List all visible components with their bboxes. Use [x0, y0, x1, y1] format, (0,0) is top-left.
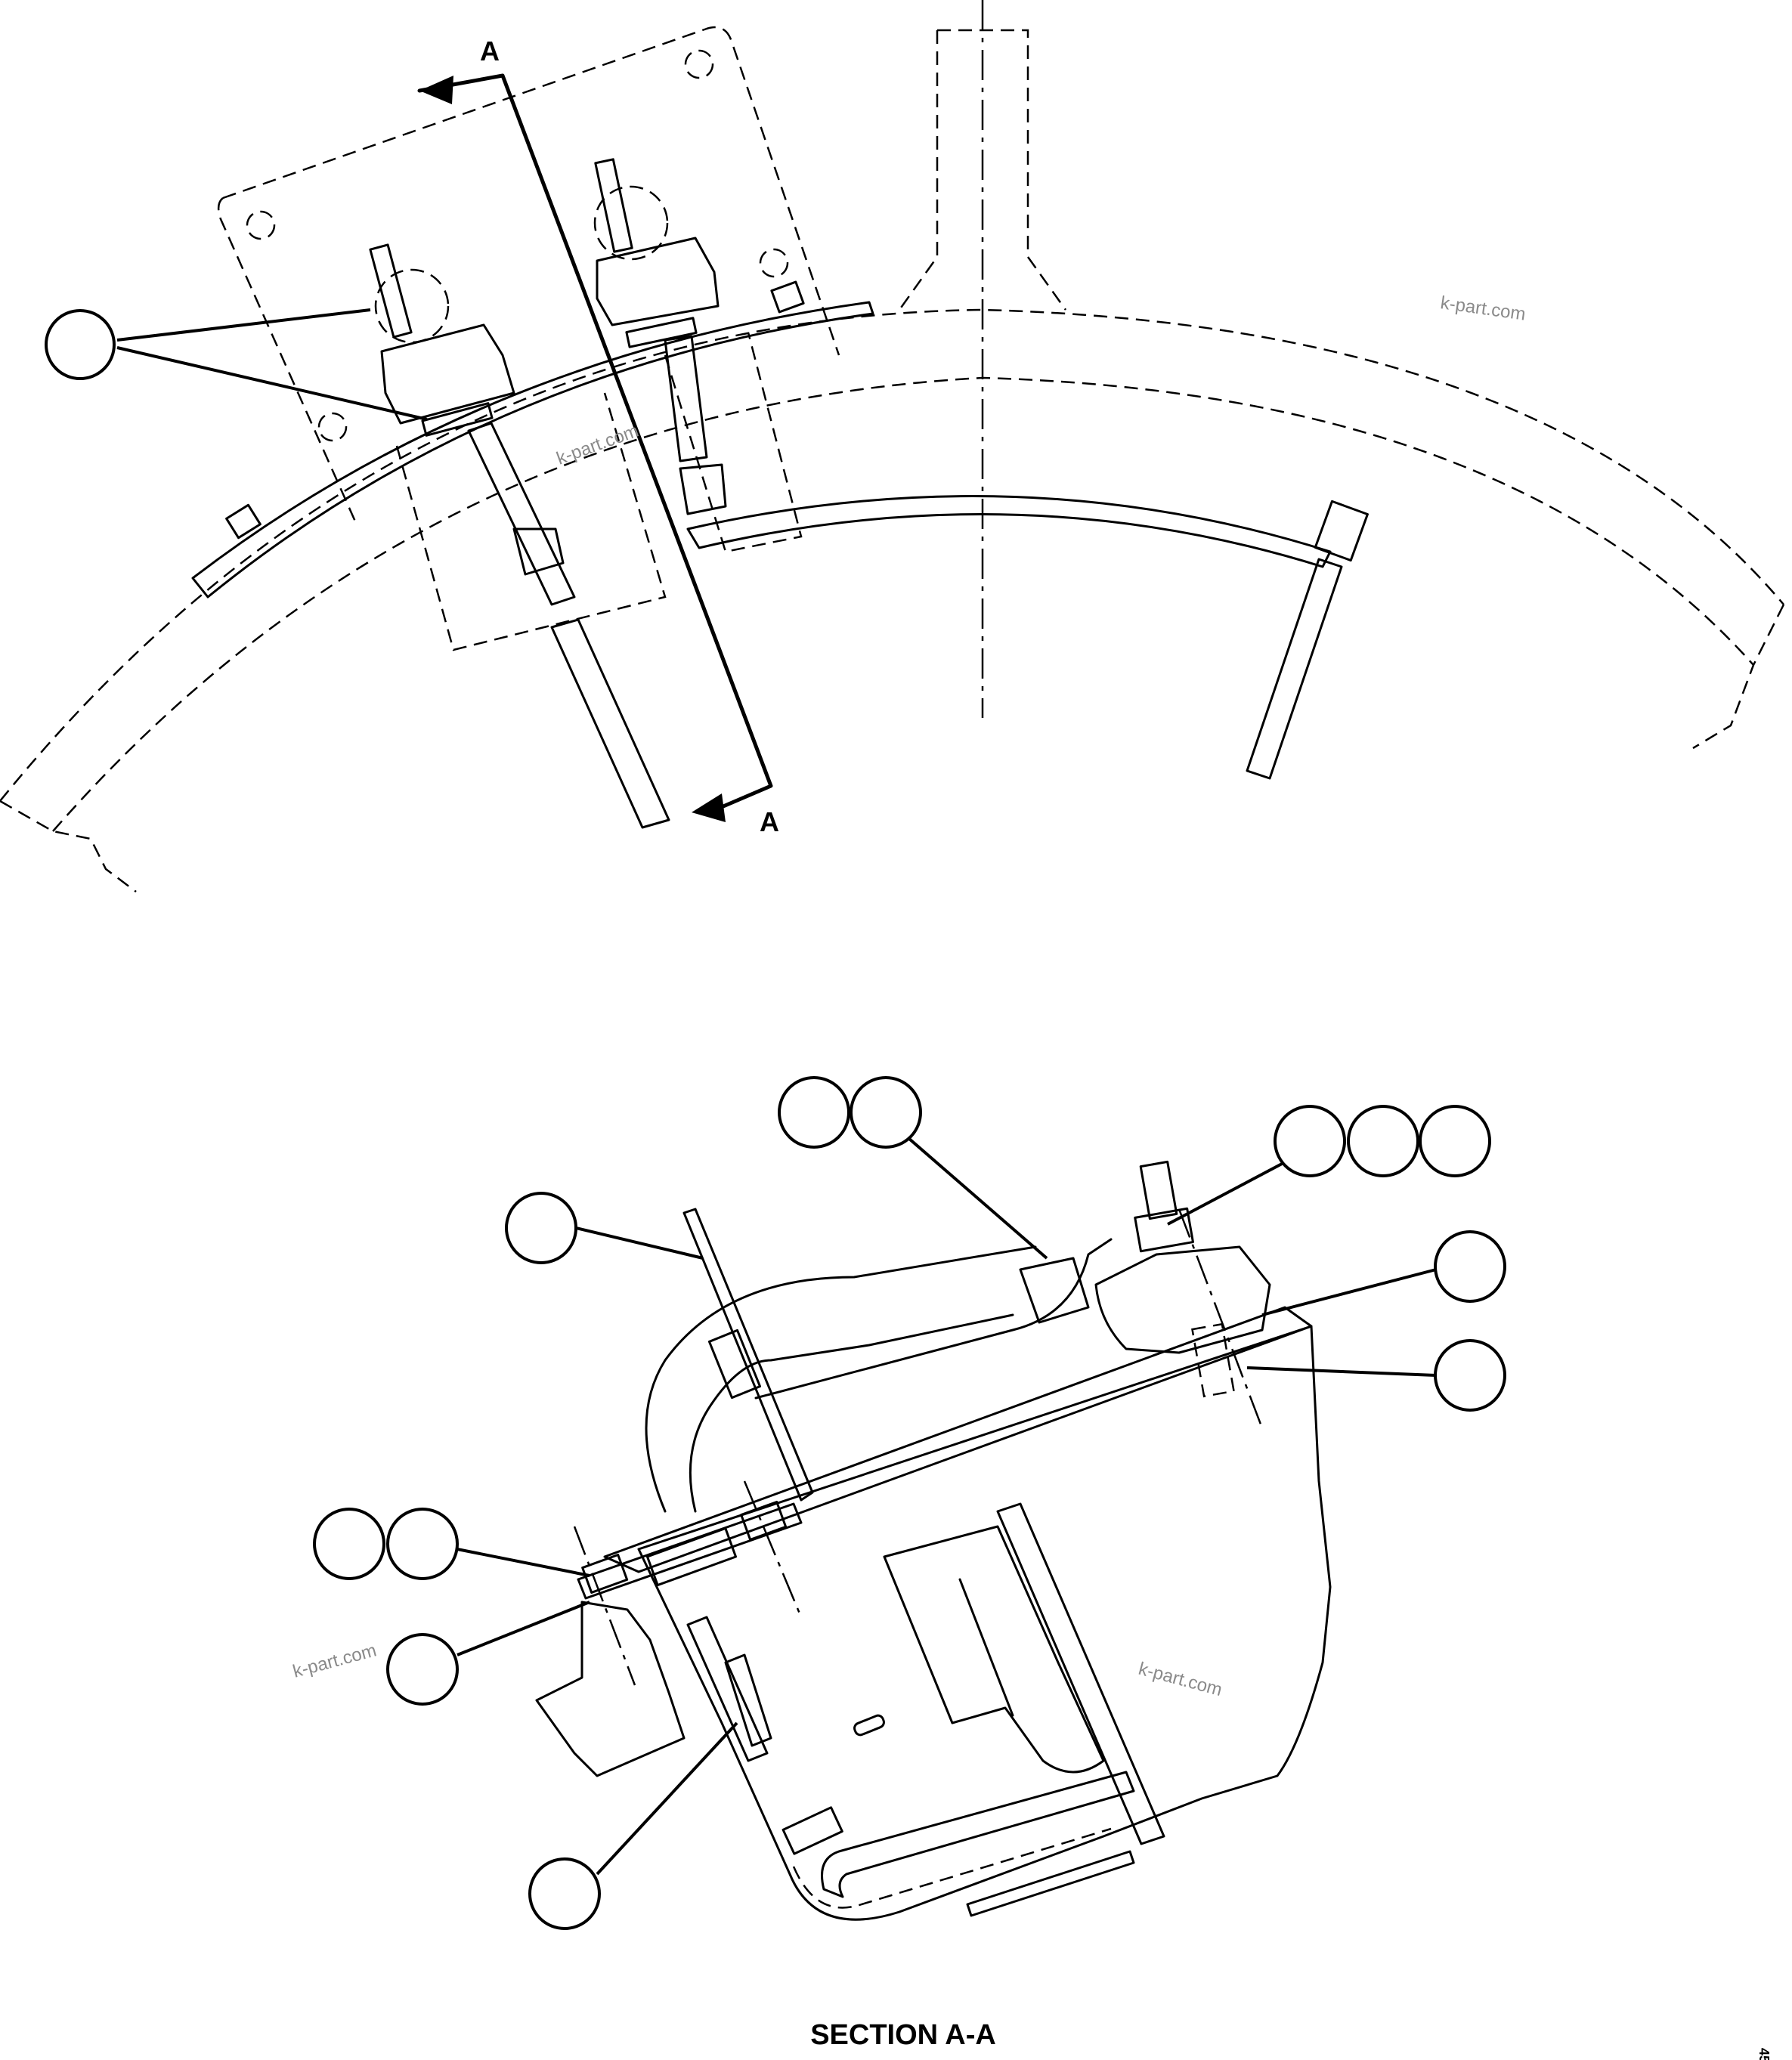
bracket-plate — [682, 1208, 814, 1502]
watermark-4: k-part.com — [1136, 1659, 1224, 1700]
callout-balloon-9 — [313, 1508, 385, 1580]
top-rail-strip — [191, 301, 874, 599]
callout-balloon-4 — [1274, 1105, 1346, 1177]
plate-hole-3 — [759, 248, 789, 278]
rail-nut-left — [225, 503, 262, 540]
callout-balloon-5 — [1347, 1105, 1419, 1177]
leader-top-1b — [116, 346, 428, 421]
callout-balloon-10 — [386, 1508, 459, 1580]
section-marker-top: A — [480, 36, 500, 67]
callout-balloon-3 — [850, 1076, 922, 1149]
bottom-rail-strip — [686, 495, 1332, 568]
callout-balloon-top — [45, 309, 116, 380]
leader-valve-stem — [596, 1721, 738, 1876]
leader-bracket-plate — [575, 1226, 704, 1260]
cover-plate-edge — [996, 1502, 1165, 1845]
left-stud-circle — [374, 268, 450, 344]
callout-balloon-6 — [1419, 1105, 1491, 1177]
section-arrow-bottom — [692, 793, 726, 822]
left-bracket-box — [395, 392, 667, 651]
section-valve-stem — [686, 1616, 769, 1762]
section-valve-tip — [724, 1653, 772, 1747]
section-caption: SECTION A-A — [810, 2019, 996, 2051]
inner-rim-arc — [52, 376, 1754, 832]
left-tube — [467, 422, 576, 606]
rim-end-right — [1692, 604, 1785, 750]
bracket-foot — [535, 1601, 686, 1777]
internal-block — [883, 1525, 1105, 1774]
watermark-3: k-part.com — [291, 1640, 379, 1681]
callout-balloon-7 — [1434, 1230, 1506, 1303]
callout-balloon-2 — [778, 1076, 850, 1149]
top-nut — [1134, 1207, 1194, 1253]
leader-top-nut — [1167, 1155, 1297, 1226]
left-lower-rod — [550, 618, 670, 829]
leader-top-1a — [116, 308, 371, 342]
left-clamp-block — [380, 323, 515, 425]
left-tube-ferrule — [512, 527, 565, 576]
pipe-coupling — [1019, 1257, 1090, 1324]
drawing-number: 45714 — [1756, 2048, 1772, 2060]
rail-nut-right — [770, 280, 805, 314]
section-arrow-top — [419, 76, 453, 104]
right-clamp-block — [596, 237, 720, 326]
flange-washer — [645, 1526, 738, 1587]
plate-hole-2 — [246, 210, 276, 240]
left-fitting-assembly — [369, 243, 670, 829]
right-end-bracket — [1314, 500, 1369, 562]
leader-flange-nut — [457, 1548, 590, 1577]
housing-slot — [853, 1714, 885, 1737]
right-stud — [594, 158, 633, 253]
plate-hole-4 — [317, 412, 348, 442]
right-end-rod — [1246, 558, 1343, 780]
clamp-centerline — [1178, 1208, 1264, 1429]
bottom-bar — [966, 1850, 1135, 1917]
flange-nut-right — [740, 1500, 788, 1541]
upright-column — [898, 29, 1067, 311]
right-fitting-assembly — [593, 158, 727, 515]
leader-clamp-block — [1261, 1268, 1437, 1316]
callout-balloon-1 — [505, 1192, 577, 1264]
upper-plate — [603, 1306, 1313, 1573]
curved-pipe-outer — [645, 1238, 1113, 1513]
callout-balloon-12 — [528, 1857, 601, 1930]
leader-bracket-foot — [457, 1601, 590, 1656]
mounting-plate-outline — [217, 26, 840, 522]
right-bracket-box — [664, 332, 803, 553]
leader-hidden-insert — [1246, 1366, 1437, 1377]
watermark-2: k-part.com — [554, 420, 642, 469]
left-stud — [369, 243, 413, 339]
bottom-bent-rod — [821, 1771, 1135, 1898]
section-marker-bottom: A — [760, 806, 779, 837]
clamp-block-top — [1094, 1245, 1271, 1354]
callout-balloon-11 — [386, 1633, 459, 1706]
flange-nut-left — [581, 1553, 629, 1594]
right-stud-circle — [593, 185, 669, 261]
section-view: SECTION A-A — [313, 1076, 1506, 2051]
bottom-bracket — [781, 1806, 843, 1855]
fastener-centerline-left — [573, 1526, 636, 1686]
plate-hole-1 — [684, 49, 714, 79]
top-stud — [1139, 1160, 1178, 1220]
top-view: A A — [0, 0, 1785, 892]
internal-block-divider — [958, 1578, 1014, 1717]
bottom-hidden-outline — [792, 1827, 1112, 1909]
right-tube-ferrule — [679, 463, 727, 515]
right-tube — [664, 335, 708, 462]
right-washer — [625, 317, 698, 348]
callout-balloon-8 — [1434, 1339, 1506, 1412]
watermark-1: k-part.com — [1439, 292, 1527, 325]
bracket-grommet — [707, 1328, 762, 1400]
curved-pipe-inner — [689, 1313, 1014, 1513]
housing-body — [637, 1325, 1332, 1921]
section-cut-line — [417, 73, 773, 811]
fastener-centerline-right — [743, 1480, 803, 1618]
hidden-insert — [1191, 1322, 1235, 1398]
left-washer — [421, 402, 494, 437]
leader-pipe-coupling — [902, 1132, 1048, 1260]
